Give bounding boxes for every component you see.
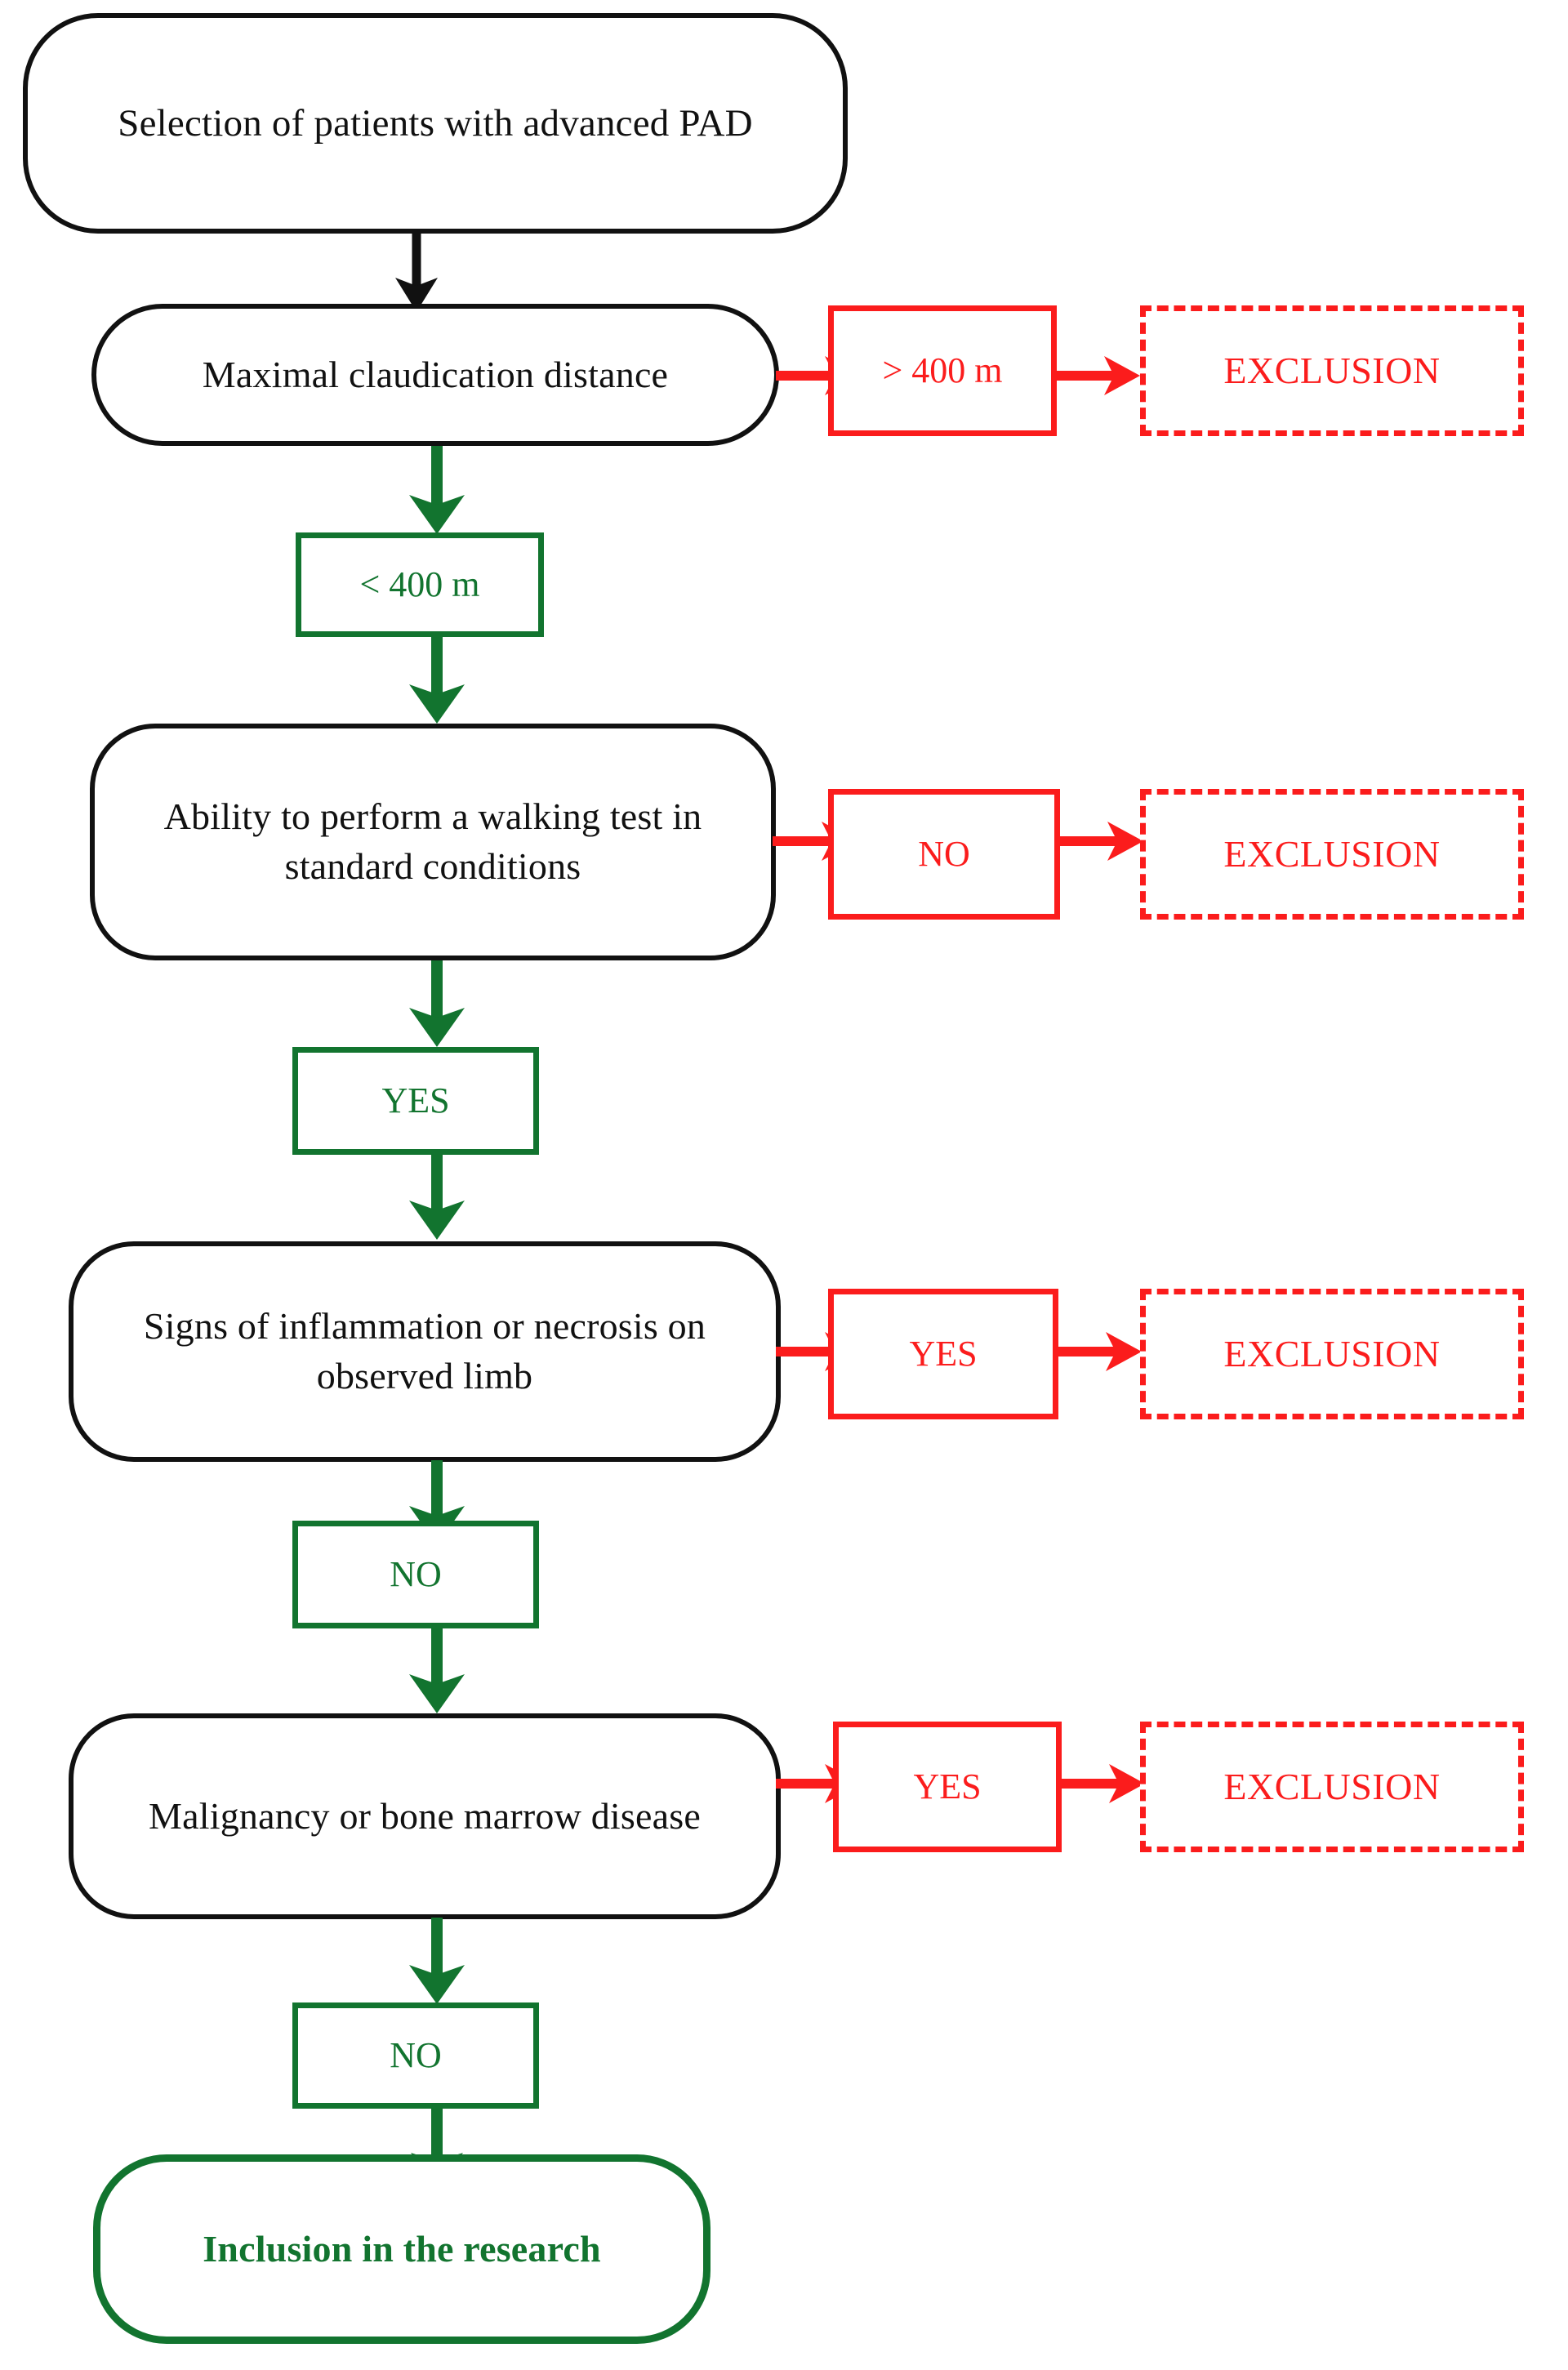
connector-step4-to-continue-label: [396, 1918, 478, 2007]
exclusion-box-3-label: EXCLUSION: [1223, 1333, 1441, 1375]
connector-continue1-to-step2: [396, 635, 478, 727]
connector-step2-to-continue-label: [396, 960, 478, 1050]
branch-step1-continue: < 400 m: [296, 532, 544, 637]
branch-step2-continue-label: YES: [381, 1080, 450, 1120]
branch-step4-exclude: YES: [833, 1722, 1062, 1852]
node-inclusion-label: Inclusion in the research: [203, 2227, 601, 2270]
exclusion-box-1: EXCLUSION: [1140, 305, 1524, 436]
branch-step2-exclude: NO: [828, 789, 1060, 920]
branch-step3-continue-label: NO: [390, 1553, 442, 1594]
branch-step2-exclude-label: NO: [918, 833, 970, 874]
exclusion-box-4: EXCLUSION: [1140, 1722, 1524, 1852]
branch-step4-continue-label: NO: [390, 2034, 442, 2075]
branch-step2-continue: YES: [292, 1047, 539, 1155]
node-step3-label: Signs of inflammation or necrosis on obs…: [143, 1305, 706, 1397]
branch-step1-exclude: > 400 m: [828, 305, 1057, 436]
connector-step2-label-to-exclusion: [1058, 817, 1148, 866]
node-step3: Signs of inflammation or necrosis on obs…: [69, 1241, 781, 1462]
branch-step1-exclude-label: > 400 m: [882, 350, 1003, 390]
connector-step3-label-to-exclusion: [1057, 1327, 1147, 1376]
node-step4-label: Malignancy or bone marrow disease: [149, 1794, 701, 1837]
branch-step4-continue: NO: [292, 2002, 539, 2109]
connector-continue2-to-step3: [396, 1153, 478, 1243]
branch-step4-exclude-label: YES: [913, 1766, 982, 1806]
node-step1-label: Maximal claudication distance: [202, 353, 669, 395]
node-step2-label: Ability to perform a walking test in sta…: [163, 795, 702, 887]
connector-step4-label-to-exclusion: [1060, 1759, 1150, 1808]
exclusion-box-2: EXCLUSION: [1140, 789, 1524, 920]
connector-step1-label-to-exclusion: [1055, 351, 1145, 400]
connector-start-to-step1: [376, 234, 457, 315]
node-start: Selection of patients with advanced PAD: [23, 13, 848, 234]
connector-continue3-to-step4: [396, 1627, 478, 1717]
exclusion-box-2-label: EXCLUSION: [1223, 833, 1441, 875]
branch-step3-continue: NO: [292, 1521, 539, 1628]
exclusion-box-4-label: EXCLUSION: [1223, 1766, 1441, 1808]
node-inclusion: Inclusion in the research: [93, 2154, 710, 2344]
branch-step3-exclude: YES: [828, 1289, 1058, 1419]
connector-step1-to-continue-label: [396, 446, 478, 537]
branch-step1-continue-label: < 400 m: [359, 564, 480, 604]
node-step2: Ability to perform a walking test in sta…: [90, 724, 776, 960]
exclusion-box-3: EXCLUSION: [1140, 1289, 1524, 1419]
branch-step3-exclude-label: YES: [909, 1333, 978, 1374]
node-start-label: Selection of patients with advanced PAD: [118, 101, 753, 145]
node-step1: Maximal claudication distance: [91, 304, 779, 446]
node-step4: Malignancy or bone marrow disease: [69, 1713, 781, 1919]
exclusion-box-1-label: EXCLUSION: [1223, 350, 1441, 392]
